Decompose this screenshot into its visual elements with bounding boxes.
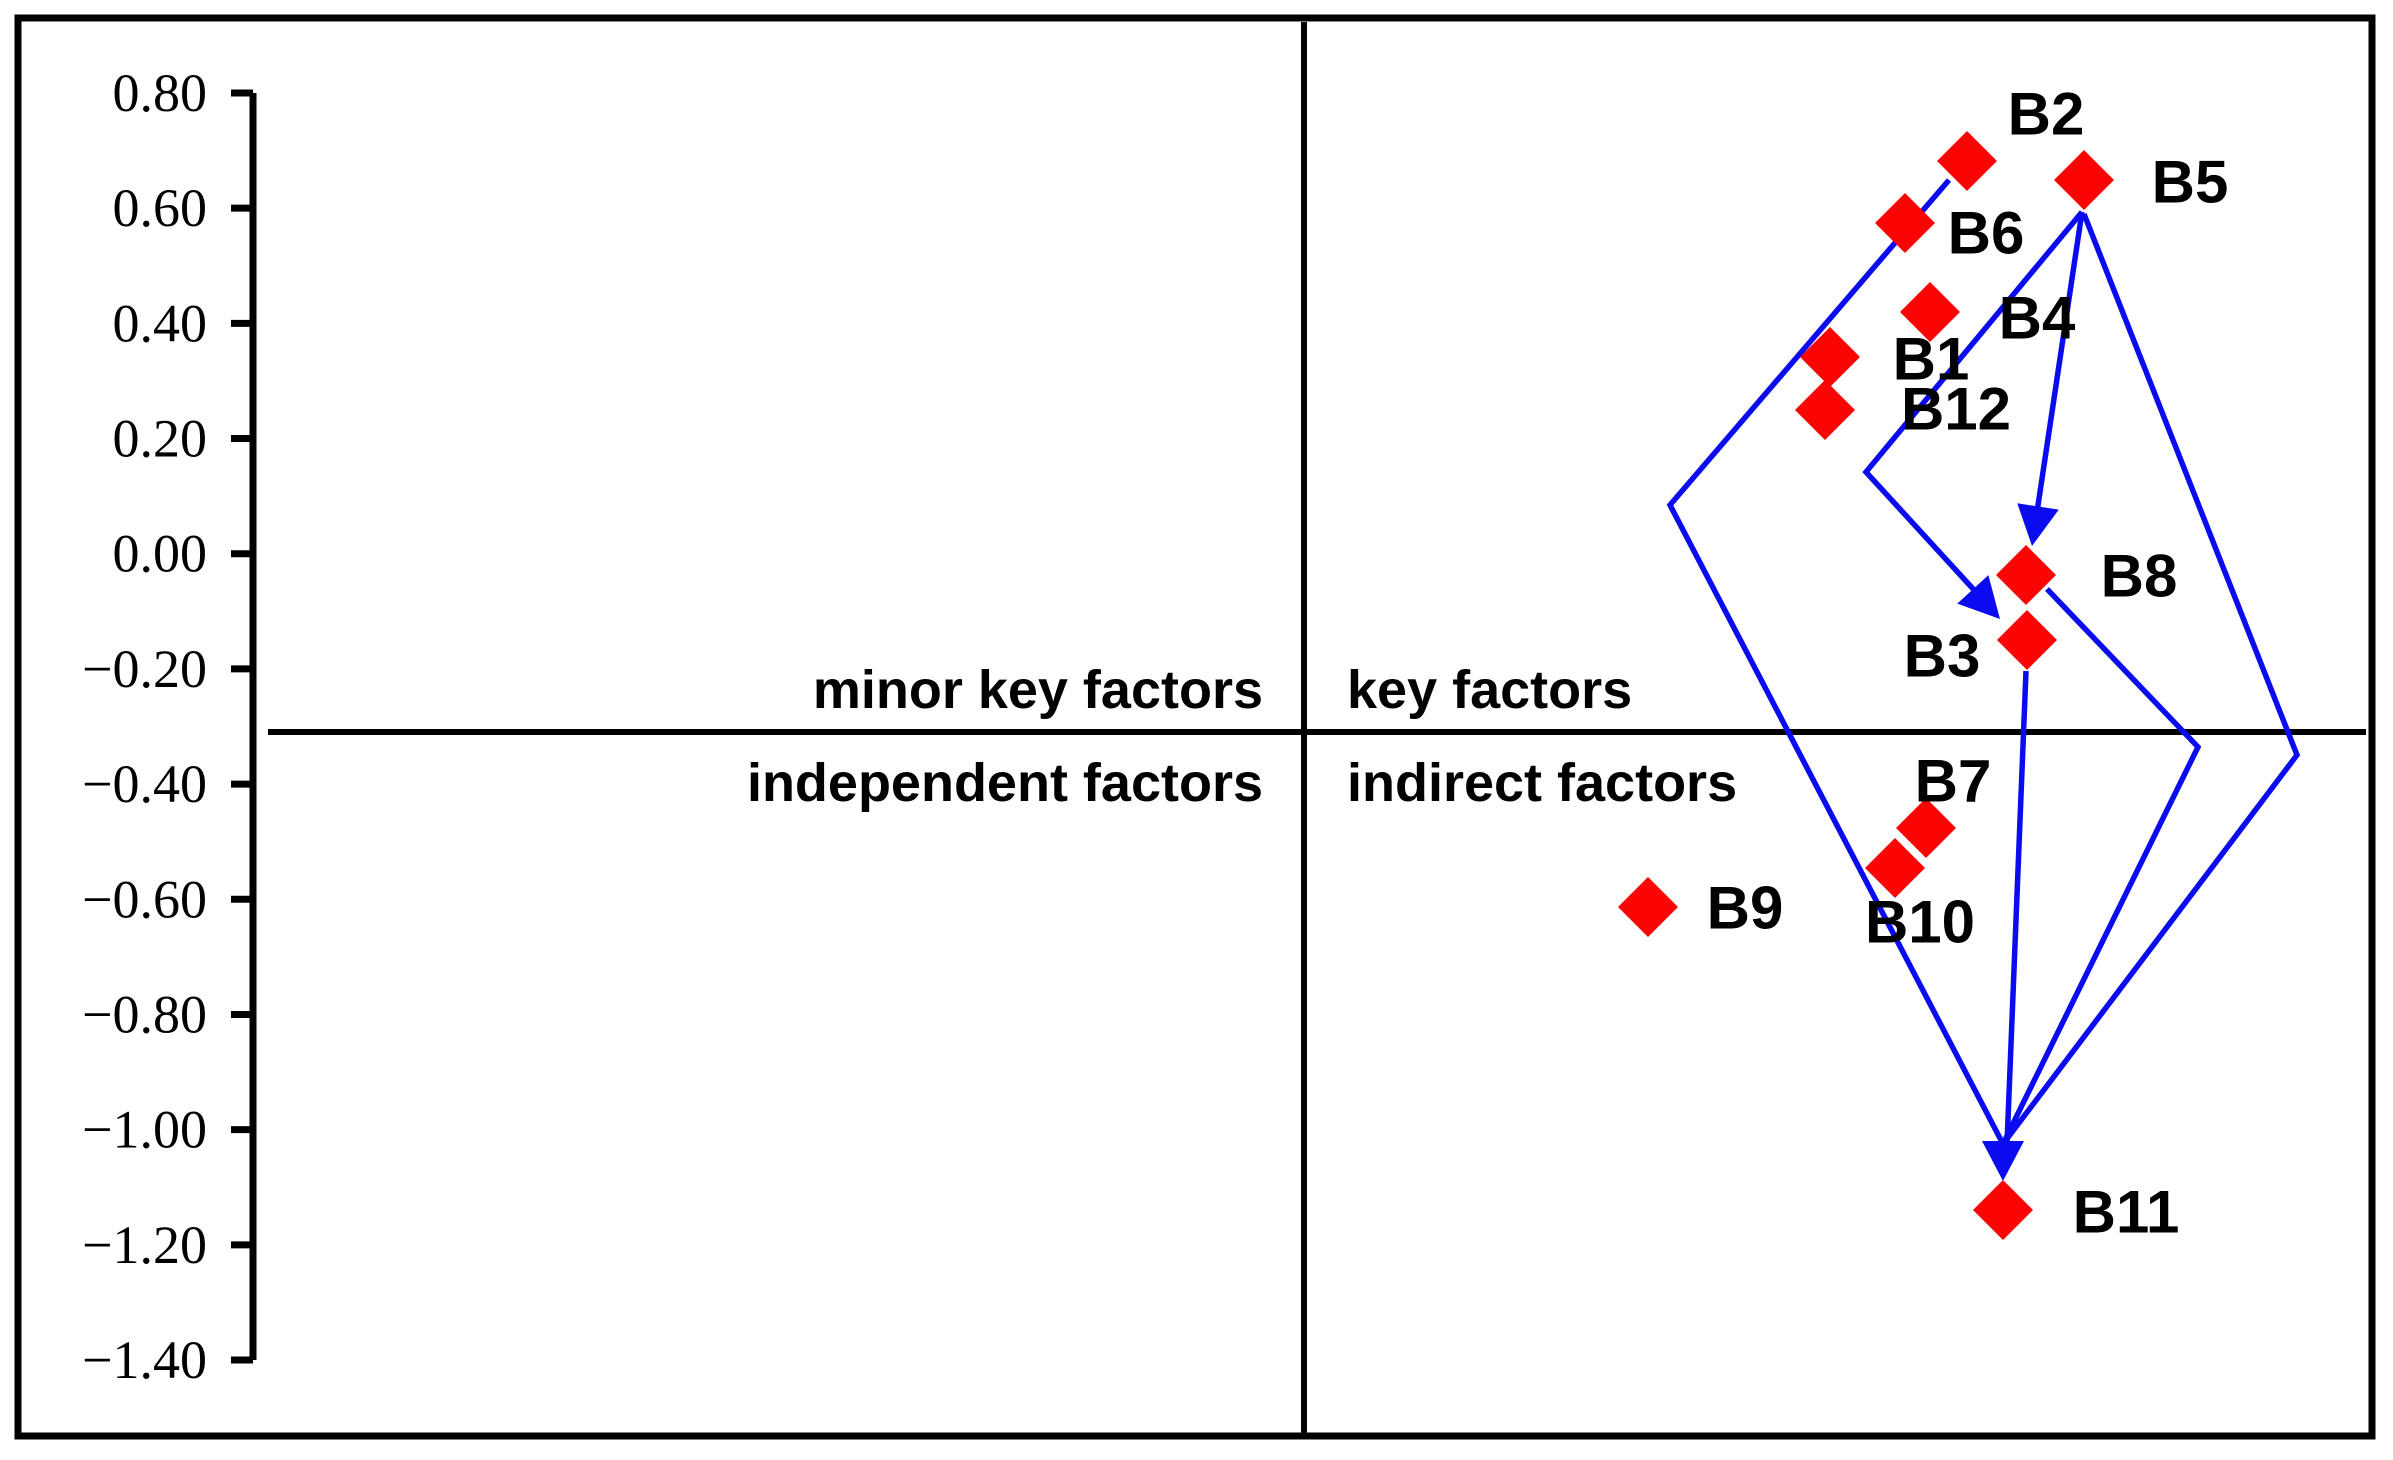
y-axis-tick-label: 0.40 <box>113 293 208 353</box>
y-axis-tick-label: 0.80 <box>113 63 208 123</box>
y-axis-tick-label: −0.60 <box>82 869 207 929</box>
arrowhead-at-b8 <box>2017 503 2059 546</box>
point-diamond-b12 <box>1795 380 1855 440</box>
y-axis-tick-label: −1.00 <box>82 1100 207 1160</box>
plot-border <box>14 14 2376 1440</box>
arrow-b3-to-b11 <box>2004 670 2029 1145</box>
point-diamond-b9 <box>1618 877 1678 937</box>
point-label-b3: B3 <box>1904 623 1981 690</box>
arrow-b5-to-b11 <box>2000 212 2301 1146</box>
y-axis-tick-label: −0.20 <box>82 639 207 699</box>
y-axis-tick-label: −0.80 <box>82 984 207 1044</box>
arrow-b8-to-b11 <box>2000 587 2202 1146</box>
point-diamond-b5 <box>2054 150 2114 210</box>
arrowhead-at-b11 <box>1982 1141 2024 1181</box>
arrow-b5-to-b8 <box>2034 211 2085 513</box>
point-label-b11: B11 <box>2073 1179 2180 1246</box>
point-label-b9: B9 <box>1707 875 1784 942</box>
y-axis-tick-label: 0.00 <box>113 524 208 584</box>
quadrant-label-bottom-right: indirect factors <box>1347 753 1737 813</box>
arrowhead-at-b3 <box>1957 575 2000 619</box>
quadrant-label-top-right: key factors <box>1347 660 1632 720</box>
point-label-b6: B6 <box>1948 200 2025 267</box>
point-diamond-b10 <box>1865 838 1925 898</box>
point-diamond-b7 <box>1896 798 1956 858</box>
point-diamond-b6 <box>1875 193 1935 253</box>
y-axis-tick-label: 0.60 <box>113 178 208 238</box>
y-axis-tick-label: −0.40 <box>82 754 207 814</box>
quadrant-label-top-left: minor key factors <box>813 660 1263 720</box>
point-label-b1: B1 <box>1893 326 1970 393</box>
point-label-b4: B4 <box>1999 285 2076 352</box>
y-axis-tick-label: 0.20 <box>113 409 208 469</box>
point-diamond-b1 <box>1800 327 1860 387</box>
point-label-b8: B8 <box>2101 543 2178 610</box>
point-diamond-b4 <box>1900 282 1960 342</box>
arrow-b2-to-b11 <box>1666 178 2006 1146</box>
point-label-b12: B12 <box>1901 376 2011 443</box>
point-diamond-b11 <box>1973 1180 2033 1240</box>
point-diamond-b3 <box>1997 610 2057 670</box>
quadrant-label-bottom-left: independent factors <box>747 753 1263 813</box>
point-label-b5: B5 <box>2152 149 2229 216</box>
point-label-b7: B7 <box>1915 748 1992 815</box>
y-axis-tick-label: −1.20 <box>82 1215 207 1275</box>
arrow-b5-to-b3 <box>1862 210 2085 593</box>
point-label-b10: B10 <box>1865 889 1975 956</box>
point-diamond-b2 <box>1937 131 1997 191</box>
point-label-b2: B2 <box>2008 81 2085 148</box>
point-diamond-b8 <box>1996 545 2056 605</box>
y-axis-tick-label: −1.40 <box>82 1330 207 1390</box>
